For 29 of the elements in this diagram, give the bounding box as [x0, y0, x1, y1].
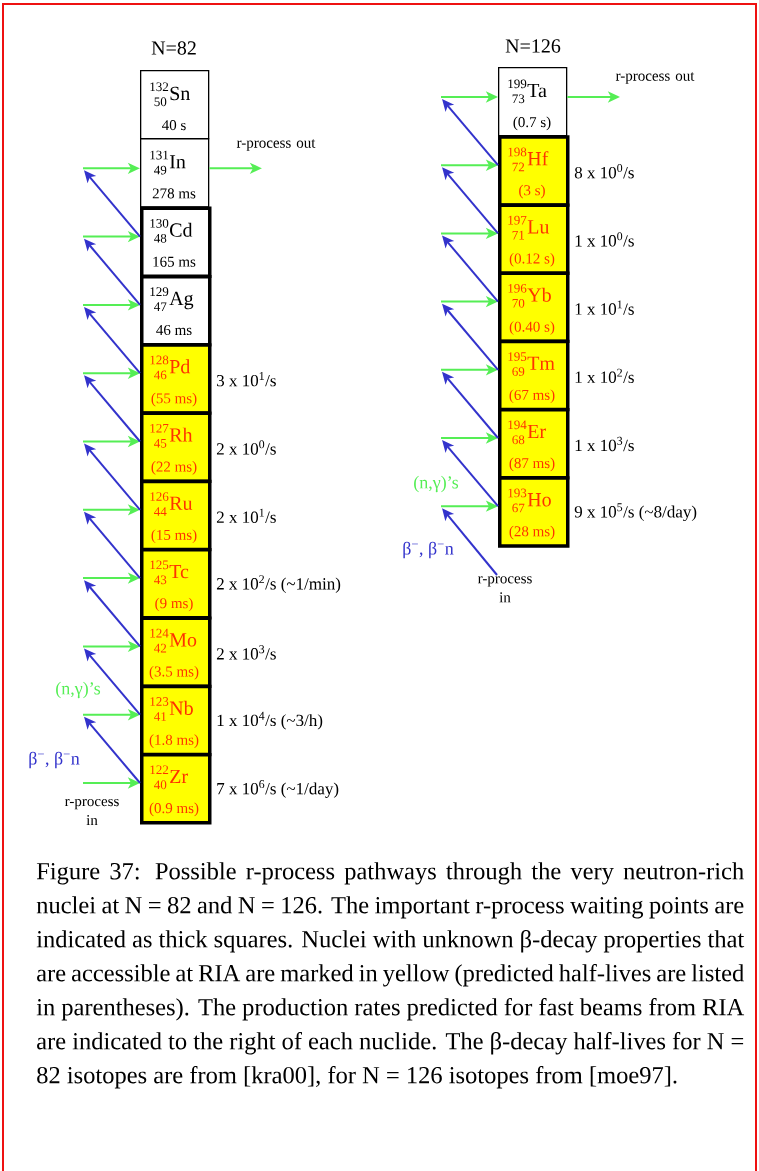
- process-legend: (n,γ)’s: [56, 681, 101, 699]
- rate-label: 2 x 10$^{0}$/s: [216, 440, 276, 455]
- edge-label: r-process in: [64, 799, 119, 826]
- nuclide-box: 195 69 Tm (67 ms): [498, 339, 570, 412]
- rate-label: 8 x 10$^{0}$/s: [574, 164, 634, 179]
- process-label: r-process in: [477, 576, 532, 603]
- rate-label: 1 x 10$^{0}$/s: [575, 232, 634, 247]
- arrow: [442, 99, 499, 167]
- nuclide-box: 131 49 In 278 ms: [140, 138, 210, 208]
- edge-label: r-process out: [236, 139, 316, 151]
- rate-label: 2 x 10$^{2}$/s (~1/min): [216, 575, 341, 593]
- process-legend: β$^{−}$, β$^{−}$n: [29, 751, 80, 769]
- rate-label: 1 x 10$^{3}$/s: [575, 436, 634, 452]
- rate-label: 2 x 10$^{3}$/s: [216, 645, 276, 660]
- rate-label: 7 x 10$^{6}$/s (~1/day): [217, 780, 339, 798]
- figure-caption: Figure 37: Possible r-process pathways through the very neutron-rich nuclei at N = 82 and N = 126. The important r-process waiting points are indicated as thick squares. Nuclei with unknown β-decay properties that are accessible at RIA are marked in yellow (predicted half-lives are listed in parentheses). The production rates predicted for fast beams from RIA are indicated to the right of each nuclide. The β-decay half-lives for N = 82 isotopes are from [kra00], for N = 126 isotopes from [moe97].: [36, 862, 745, 1089]
- rate-label: 3 x 10$^{1}$/s: [217, 372, 276, 387]
- process-legend: β$^{−}$, β$^{−}$n: [403, 541, 454, 559]
- rate-label: 1 x 10$^{4}$/s (~3/h): [217, 711, 323, 730]
- arrow: [84, 580, 141, 648]
- arrow: [442, 440, 499, 508]
- rate-label: 1 x 10$^{1}$/s: [575, 300, 634, 315]
- nuclide-box: 132 50 Sn 40 s: [140, 70, 210, 140]
- process-legend: (n,γ)’s: [414, 475, 459, 493]
- rate-label: 1 x 10$^{2}$/s: [575, 368, 634, 383]
- nuclide-box: 127 45 Rh (22 ms): [140, 411, 212, 483]
- edge-label: r-process out: [615, 72, 695, 84]
- rate-label: 2 x 10$^{1}$/s: [216, 508, 276, 523]
- rate-label: 9 x 10$^{5}$/s (~8/day): [574, 503, 697, 522]
